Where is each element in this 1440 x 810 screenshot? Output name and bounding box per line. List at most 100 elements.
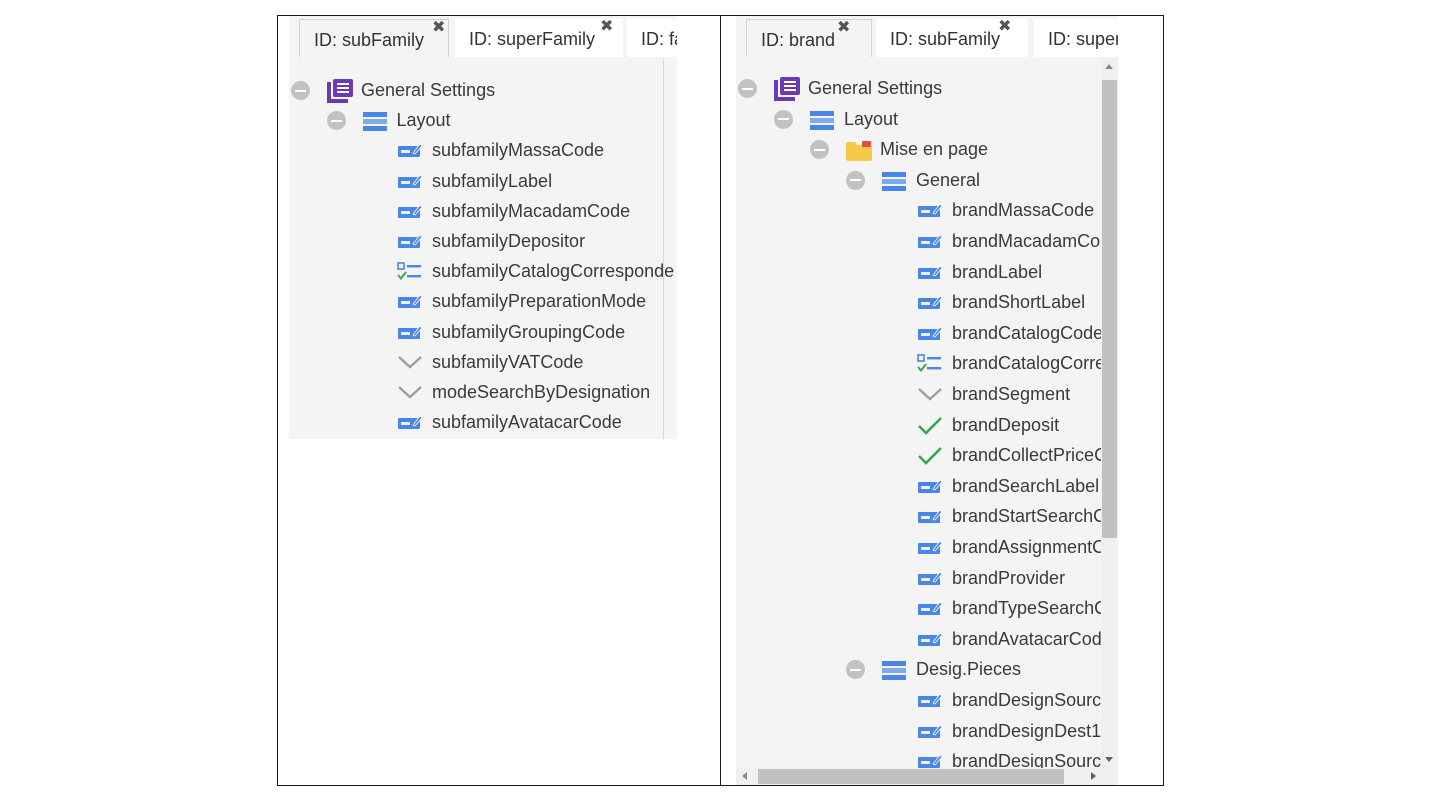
text-field-icon [397,141,423,164]
tree-field-node[interactable]: subfamilyCatalogCorresponde [289,258,677,286]
tree-field-node[interactable]: subfamilyAvatacarCode [289,409,677,437]
collapse-toggle-icon[interactable] [810,140,829,160]
folder-icon [845,140,873,167]
scroll-right-arrow-icon[interactable] [1091,772,1096,780]
text-field-icon [917,538,943,561]
tree-field-node[interactable]: subfamilyMacadamCode [289,198,677,226]
layout-icon [809,110,835,137]
close-tab-icon[interactable]: ✖ [600,18,614,35]
tree-node-label: Layout [396,110,451,131]
tree-field-node[interactable]: brandStartSearchC [736,503,1118,531]
tab-id-subfamily[interactable]: ID: subFamily✖ [299,19,449,57]
tree-field-node[interactable]: brandAssignmentC [736,534,1118,562]
tree-field-node[interactable]: subfamilyDepositor [289,228,677,256]
tab-label: ID: brand [761,30,836,50]
tree-field-node[interactable]: subfamilyGroupingCode [289,319,677,347]
vertical-scrollbar[interactable] [1101,58,1118,768]
collapse-toggle-icon[interactable] [326,111,346,131]
left-tree-view: General Settings Layout subfamilyMassaCo… [289,58,677,439]
tree-field-node[interactable]: brandCatalogCode [736,320,1118,348]
tree-node-label: brandSearchLabel [952,475,1100,496]
tree-group-node[interactable]: Mise en page [736,136,1118,164]
tree-field-node[interactable]: subfamilyMassaCode [289,137,677,165]
tree-group-node[interactable]: Layout [736,106,1118,134]
tab-label: ID: subFamily [890,29,1001,49]
tree-node-label: Desig.Pieces [916,659,1022,680]
tree-group-node[interactable]: Desig.Pieces [736,656,1118,684]
tree-field-node[interactable]: brandMassaCode [736,197,1118,225]
close-tab-icon[interactable]: ✖ [432,19,446,36]
tree-field-node[interactable]: brandProvider [736,565,1118,593]
text-field-icon [397,292,423,315]
tree-field-node[interactable]: subfamilyPreparationMode [289,288,677,316]
tree-field-node[interactable]: subfamilyLabel [289,168,677,196]
tree-field-node[interactable]: brandShortLabel [736,289,1118,317]
tab-id-superfamily[interactable]: ID: superFamily✖ [455,18,623,57]
collapse-toggle-icon[interactable] [291,81,310,100]
scroll-up-arrow-icon[interactable] [1105,64,1113,69]
dropdown-chevron-icon [917,385,943,408]
tree-field-node[interactable]: brandSegment [736,381,1118,409]
tree-node-label: brandSegment [952,384,1071,404]
tree-node-label: brandCollectPriceC [952,445,1108,466]
right-properties-panel: ID: brand✖ID: subFamily✖ID: super Genera… [736,16,1118,785]
tree-node-label: subfamilyMassaCode [432,140,605,161]
right-screenshot-frame: ID: brand✖ID: subFamily✖ID: super Genera… [720,15,1164,786]
tree-node-label: brandDesignDest1 [952,720,1102,741]
horizontal-scroll-thumb[interactable] [758,769,1064,784]
tree-node-label: brandDeposit [952,414,1060,435]
collapse-toggle-icon[interactable] [738,79,757,98]
tree-field-node[interactable]: brandDeposit [736,412,1118,440]
tree-field-node[interactable]: brandDesignSourc [736,748,1118,776]
text-field-icon [397,323,423,346]
tree-field-node[interactable]: brandCatalogCorre [736,350,1118,378]
collapse-toggle-icon[interactable] [846,170,865,190]
tree-group-node[interactable]: General Settings [736,75,1118,103]
tree-node-label: Mise en page [880,139,989,160]
tree-field-node[interactable]: brandCollectPriceC [736,442,1118,470]
text-field-icon [917,293,943,316]
tree-field-node[interactable]: brandDesignSourc [736,687,1118,715]
close-tab-icon[interactable]: ✖ [837,19,851,36]
tree-field-node[interactable]: brandMacadamCo [736,228,1118,256]
tree-node-label: General Settings [808,78,943,98]
scroll-down-arrow-icon[interactable] [1105,757,1113,762]
tab-id-brand[interactable]: ID: brand✖ [746,19,872,57]
tree-field-node[interactable]: brandAvatacarCod [736,626,1118,654]
tree-node-label: subfamilyGroupingCode [432,321,626,342]
text-field-icon [397,202,423,225]
tree-field-node[interactable]: brandDesignDest1 [736,718,1118,746]
checkmark-icon [917,416,943,441]
tree-field-node[interactable]: brandTypeSearchC [736,595,1118,623]
left-panel-divider [663,58,664,439]
collapse-toggle-icon[interactable] [846,660,865,680]
tree-group-node[interactable]: General Settings [289,77,677,105]
tab-id-subfamily[interactable]: ID: subFamily✖ [876,18,1028,57]
tab-id-fa[interactable]: ID: fa [627,19,677,57]
tree-node-label: General [916,169,981,190]
scroll-left-arrow-icon[interactable] [742,772,747,780]
tab-id-super[interactable]: ID: super [1034,19,1118,57]
checkmark-icon [917,446,943,471]
tree-field-node[interactable]: modeSearchByDesignation [289,379,677,407]
text-field-icon [917,201,943,224]
tree-field-node[interactable]: brandSearchLabel [736,473,1118,501]
tree-node-label: subfamilyCatalogCorresponde [432,261,675,282]
horizontal-scrollbar[interactable] [736,768,1118,785]
vertical-scroll-thumb[interactable] [1102,80,1117,538]
tree-field-node[interactable]: subfamilyVATCode [289,349,677,377]
tree-field-node[interactable]: brandLabel [736,259,1118,287]
tree-node-label: brandAvatacarCod [952,628,1102,649]
tree-node-label: brandLabel [952,261,1043,282]
text-field-icon [917,599,943,622]
settings-book-icon [326,78,354,109]
tree-node-label: brandMacadamCo [952,231,1101,251]
tree-group-node[interactable]: Layout [289,107,677,135]
close-tab-icon[interactable]: ✖ [998,18,1012,35]
tree-node-label: Layout [844,108,899,129]
tree-group-node[interactable]: General [736,167,1118,195]
collapse-toggle-icon[interactable] [774,109,793,129]
tree-node-label: brandDesignSourc [952,751,1102,772]
tree-node-label: brandDesignSourc [952,690,1102,710]
text-field-icon [917,477,943,500]
